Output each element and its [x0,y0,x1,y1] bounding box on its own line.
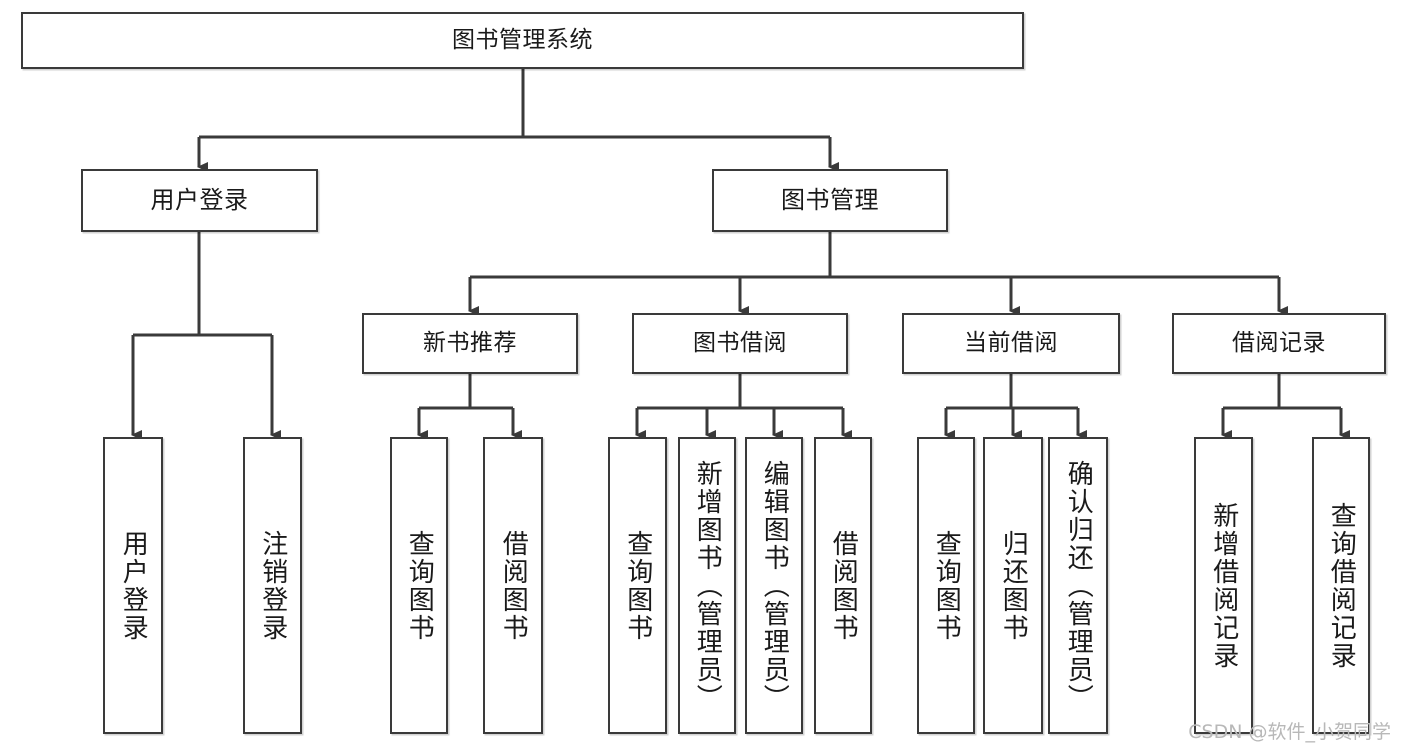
node-borrow-record[interactable]: 借阅记录 [1172,313,1386,374]
node-label: 借阅图书 [498,529,529,642]
node-label: 新书推荐 [423,329,517,356]
node-label: 编辑图书（管理员） [759,459,790,712]
node-book-borrow[interactable]: 图书借阅 [632,313,848,374]
node-label: 图书管理 [781,186,879,215]
node-label: 查询图书 [622,529,653,642]
node-leaf-logout[interactable]: 注销登录 [243,437,302,734]
node-label: 新增图书（管理员） [692,459,723,712]
node-leaf-confirm-return[interactable]: 确认归还（管理员） [1048,437,1108,734]
node-root[interactable]: 图书管理系统 [21,12,1024,69]
node-label: 查询借阅记录 [1326,501,1357,670]
node-leaf-query-record[interactable]: 查询借阅记录 [1312,437,1370,734]
node-label: 新增借阅记录 [1208,501,1239,670]
node-leaf-user-login[interactable]: 用户登录 [103,437,163,734]
node-user-login[interactable]: 用户登录 [81,169,318,232]
node-label: 图书管理系统 [452,26,593,53]
node-leaf-add-record[interactable]: 新增借阅记录 [1194,437,1253,734]
node-book-manage[interactable]: 图书管理 [712,169,948,232]
node-label: 用户登录 [118,529,149,642]
node-leaf-add-book[interactable]: 新增图书（管理员） [678,437,736,734]
node-label: 图书借阅 [693,329,787,356]
node-new-book-rec[interactable]: 新书推荐 [362,313,578,374]
node-leaf-borrow-book-1[interactable]: 借阅图书 [483,437,543,734]
node-leaf-borrow-book-2[interactable]: 借阅图书 [814,437,872,734]
node-leaf-query-book-1[interactable]: 查询图书 [390,437,448,734]
node-leaf-return-book[interactable]: 归还图书 [983,437,1043,734]
node-label: 注销登录 [257,529,288,642]
node-leaf-query-book-2[interactable]: 查询图书 [608,437,667,734]
node-label: 借阅图书 [828,529,859,642]
node-label: 查询图书 [404,529,435,642]
node-label: 用户登录 [150,186,249,215]
node-label: 归还图书 [998,529,1029,642]
node-label: 确认归还（管理员） [1063,459,1094,712]
node-label: 查询图书 [931,529,962,642]
node-leaf-edit-book[interactable]: 编辑图书（管理员） [745,437,803,734]
node-label: 借阅记录 [1232,329,1326,356]
node-label: 当前借阅 [964,329,1058,356]
node-leaf-query-book-3[interactable]: 查询图书 [917,437,975,734]
node-current-borrow[interactable]: 当前借阅 [902,313,1120,374]
